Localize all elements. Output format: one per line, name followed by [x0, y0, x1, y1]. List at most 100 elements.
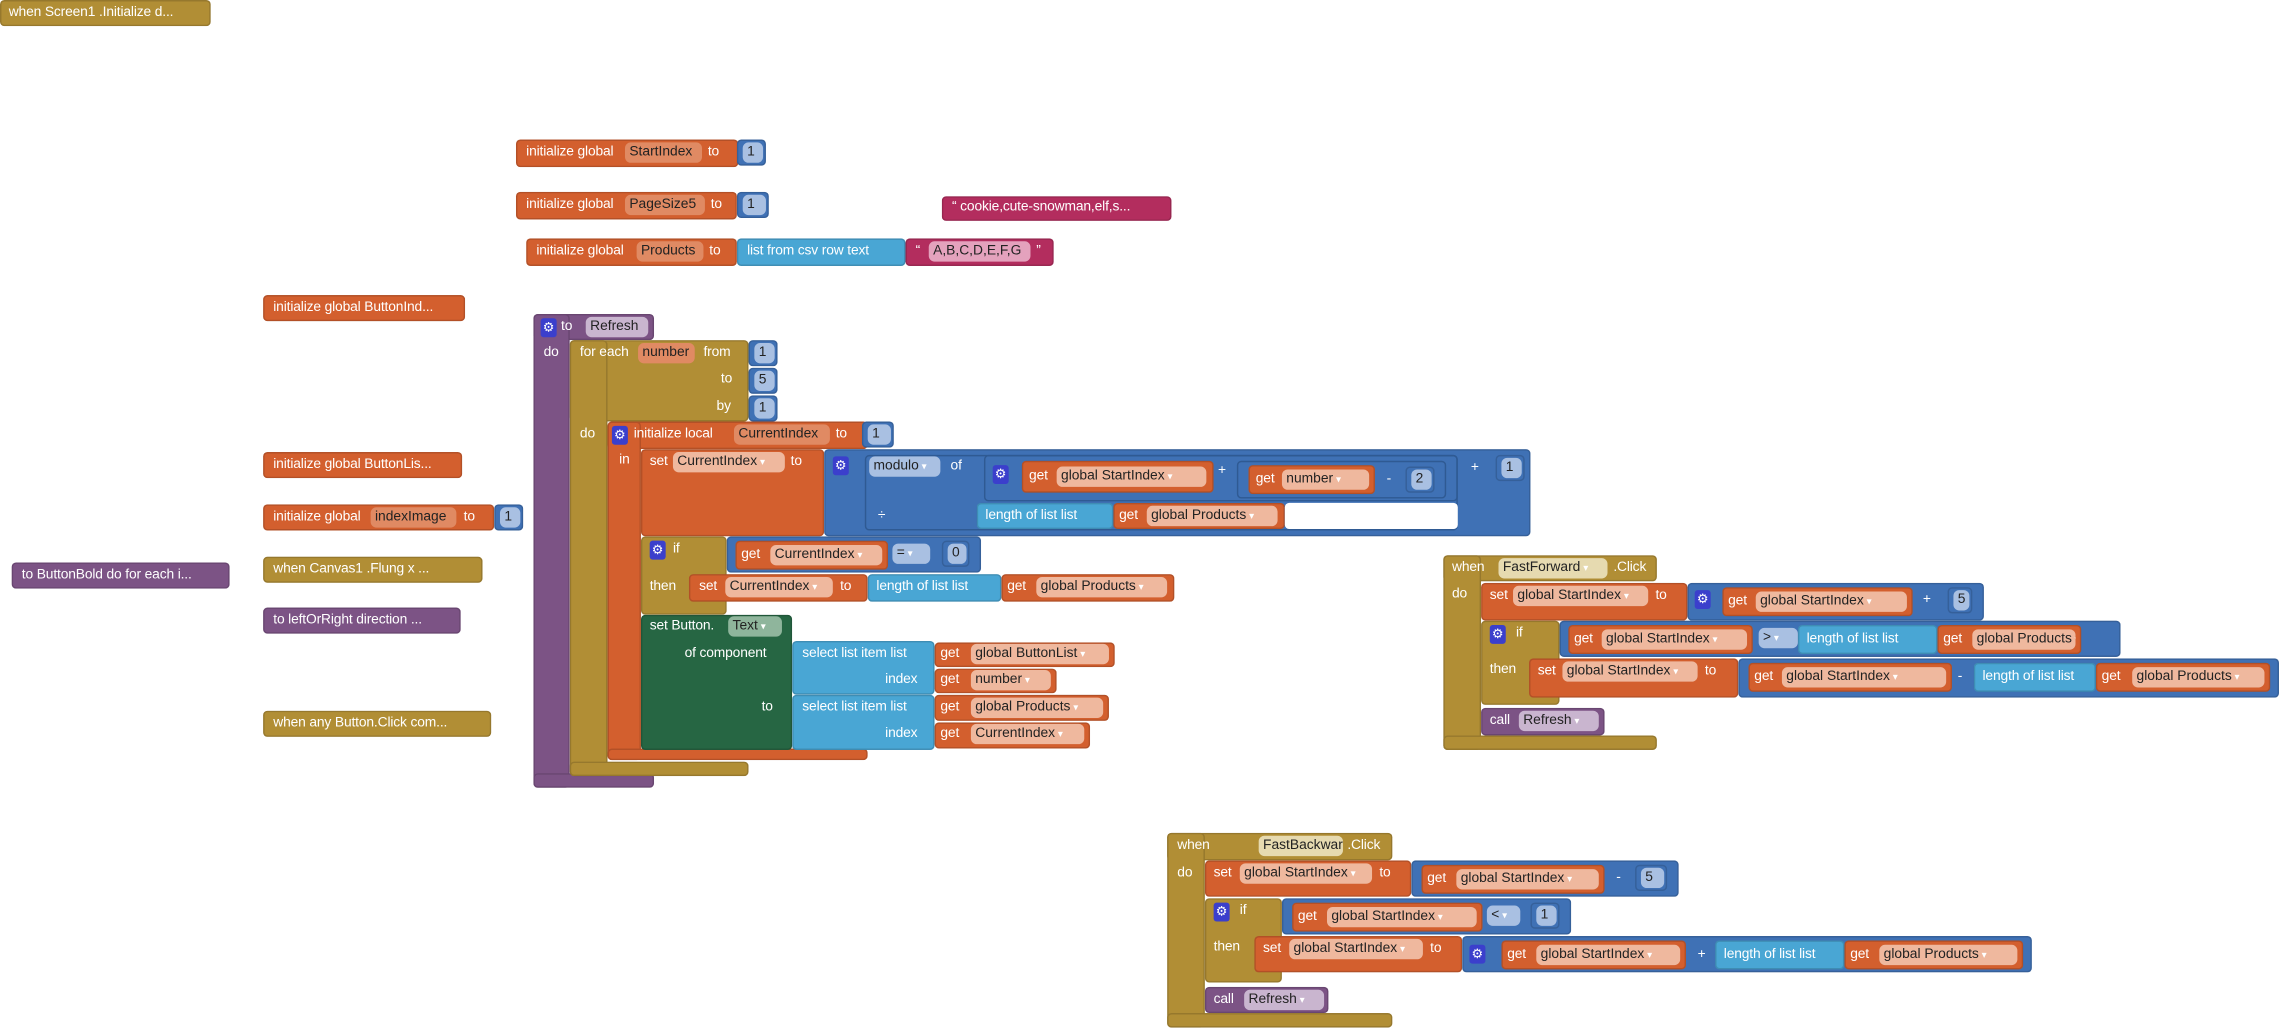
block-label: get: [940, 699, 960, 716]
block-label: initialize global: [526, 143, 614, 160]
collapsed-screen1-initialize[interactable]: [0, 0, 211, 27]
var-dropdown[interactable]: global StartIndex: [1289, 938, 1423, 960]
var-dropdown[interactable]: global StartIndex: [1601, 629, 1748, 650]
block-label: to: [1704, 662, 1717, 679]
collapsed-init-buttonlist[interactable]: [263, 452, 463, 479]
var-name-field[interactable]: StartIndex: [624, 142, 703, 163]
number-value[interactable]: 5: [1640, 867, 1665, 889]
number-value[interactable]: 1: [1501, 457, 1522, 479]
var-name-field[interactable]: Products: [636, 241, 704, 262]
compare-op-dropdown[interactable]: <: [1486, 905, 1521, 926]
block-label: “: [915, 242, 921, 259]
number-value[interactable]: 1: [754, 398, 775, 419]
block-label: get: [1850, 946, 1870, 963]
procedure-dropdown[interactable]: Refresh: [1518, 710, 1599, 732]
number-value[interactable]: 1: [1536, 905, 1557, 926]
var-dropdown[interactable]: global StartIndex: [1056, 466, 1207, 487]
number-value[interactable]: 1: [754, 343, 775, 364]
var-dropdown[interactable]: number: [970, 670, 1051, 691]
var-dropdown[interactable]: global StartIndex: [1239, 863, 1373, 884]
var-dropdown[interactable]: global StartIndex: [1456, 869, 1599, 890]
number-value[interactable]: 1: [742, 194, 766, 216]
compare-op-dropdown[interactable]: =: [892, 543, 931, 564]
block-label: to: [720, 370, 733, 387]
var-dropdown[interactable]: global StartIndex: [1562, 661, 1698, 682]
collapsed-any-button-click[interactable]: [263, 710, 492, 737]
procedure-dropdown[interactable]: Refresh: [1244, 989, 1325, 1011]
gear-icon[interactable]: ⚙: [540, 318, 557, 338]
var-dropdown[interactable]: global StartIndex: [1536, 944, 1681, 966]
number-value[interactable]: 5: [1953, 590, 1970, 611]
number-value[interactable]: 5: [754, 370, 775, 391]
text-value[interactable]: A,B,C,D,E,F,G: [928, 241, 1031, 262]
block-label: get: [1728, 593, 1747, 609]
gear-icon[interactable]: ⚙: [1489, 624, 1506, 644]
number-value[interactable]: 1: [742, 142, 764, 163]
var-dropdown[interactable]: global StartIndex: [1513, 585, 1649, 607]
number-value[interactable]: 1: [867, 424, 891, 445]
var-dropdown[interactable]: CurrentIndex: [672, 452, 785, 473]
gear-icon[interactable]: ⚙: [611, 425, 628, 445]
procedure-name-field[interactable]: Refresh: [585, 316, 649, 338]
var-name-field[interactable]: PageSize5: [624, 194, 705, 216]
collapsed-procedure-buttonbold[interactable]: [11, 562, 230, 589]
loose-text-block[interactable]: [941, 196, 1172, 221]
var-dropdown[interactable]: global StartIndex: [1781, 667, 1947, 688]
gear-icon[interactable]: ⚙: [992, 465, 1009, 484]
block-label: to: [761, 699, 773, 716]
length-of-list-block[interactable]: [1797, 624, 1938, 655]
gear-icon[interactable]: ⚙: [649, 540, 666, 560]
var-dropdown[interactable]: CurrentIndex: [970, 723, 1085, 745]
block-label: set: [649, 453, 668, 470]
number-value[interactable]: 0: [947, 543, 967, 564]
number-value[interactable]: 2: [1411, 469, 1432, 490]
var-dropdown[interactable]: CurrentIndex: [725, 577, 833, 598]
var-dropdown[interactable]: global Products: [1146, 505, 1278, 527]
gear-icon[interactable]: ⚙: [832, 456, 849, 476]
var-dropdown[interactable]: global Products: [1972, 629, 2076, 650]
loop-var-field[interactable]: number: [638, 343, 695, 364]
property-dropdown[interactable]: Text: [728, 616, 782, 637]
gear-icon[interactable]: ⚙: [1469, 944, 1486, 964]
var-dropdown[interactable]: global Products: [2132, 667, 2265, 688]
local-var-field[interactable]: CurrentIndex: [733, 424, 830, 445]
collapsed-canvas1-flung[interactable]: [263, 556, 483, 583]
block-label: to: [710, 196, 722, 213]
length-of-list-block[interactable]: [867, 574, 1002, 602]
block-label: ”: [1036, 242, 1041, 259]
number-value[interactable]: 1: [499, 507, 521, 528]
var-name-field[interactable]: indexImage: [370, 507, 457, 528]
component-dropdown[interactable]: FastForward: [1498, 558, 1608, 579]
block-label: to: [790, 453, 802, 470]
block-label: do: [1177, 864, 1193, 881]
collapsed-init-buttonindex[interactable]: [263, 295, 466, 322]
compare-op-dropdown[interactable]: >: [1758, 627, 1798, 649]
gear-icon[interactable]: ⚙: [1213, 902, 1230, 922]
select-list-item-block[interactable]: [792, 694, 935, 750]
block-label: .Click: [1347, 837, 1381, 854]
var-dropdown[interactable]: global ButtonList: [970, 643, 1109, 665]
collapsed-procedure-leftorright[interactable]: [263, 607, 461, 634]
var-dropdown[interactable]: global StartIndex: [1755, 591, 1907, 612]
component-dropdown[interactable]: FastBackward: [1258, 835, 1343, 857]
var-dropdown[interactable]: CurrentIndex: [770, 545, 883, 566]
var-dropdown[interactable]: global StartIndex: [1326, 906, 1477, 928]
var-dropdown[interactable]: global Products: [1879, 944, 2018, 966]
length-of-list-block[interactable]: [1973, 662, 2096, 692]
length-of-list-block[interactable]: [1715, 940, 1845, 970]
var-dropdown[interactable]: number: [1281, 469, 1370, 490]
block-label: by: [716, 398, 731, 415]
block-label: if: [1515, 624, 1523, 641]
select-list-item-block[interactable]: [792, 640, 935, 695]
var-dropdown[interactable]: global Products: [970, 697, 1104, 718]
math-op-dropdown[interactable]: modulo: [869, 456, 941, 477]
block-label: do: [579, 425, 596, 442]
list-from-csv-row-block[interactable]: [736, 238, 906, 266]
length-of-list-block[interactable]: [976, 502, 1114, 530]
gear-icon[interactable]: ⚙: [1694, 590, 1711, 609]
block-label: do: [543, 344, 559, 361]
var-dropdown[interactable]: global Products: [1036, 577, 1168, 598]
block-label: to: [835, 425, 847, 442]
set-button-text-block[interactable]: [640, 614, 793, 750]
